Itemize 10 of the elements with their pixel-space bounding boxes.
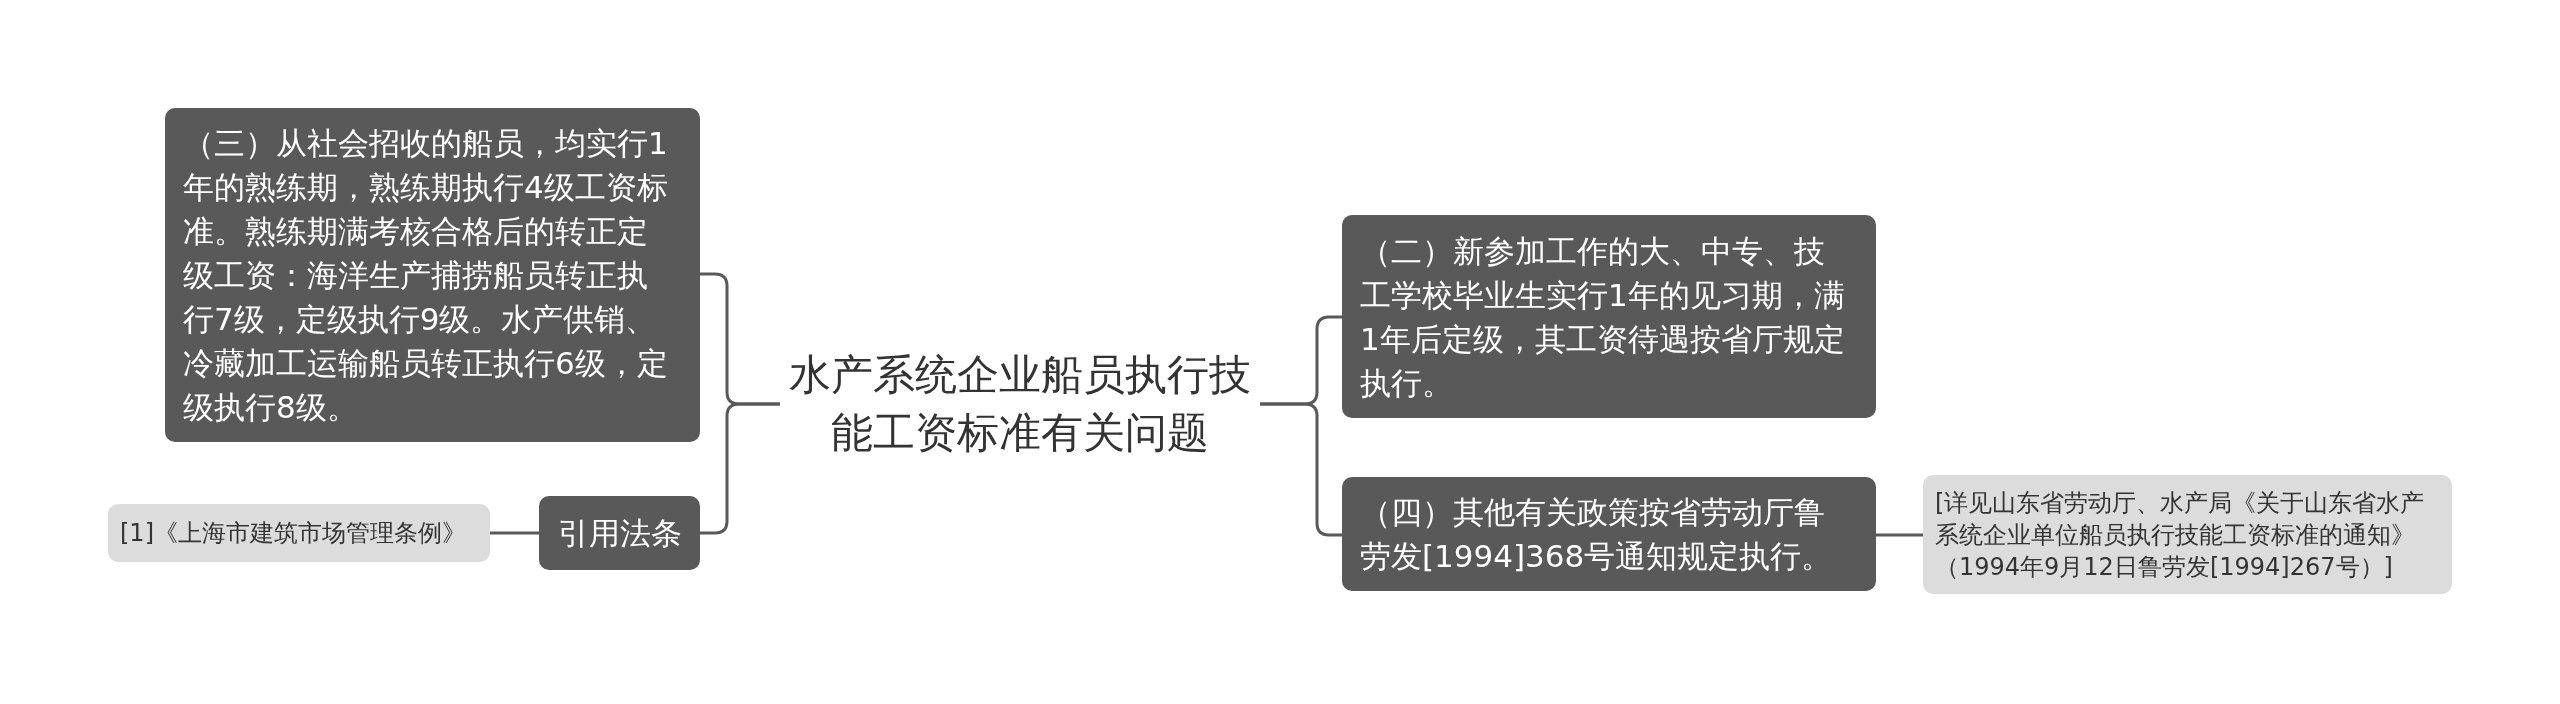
topic-box: （四）其他有关政策按省劳动厅鲁劳发[1994]368号通知规定执行。 [1342, 477, 1876, 591]
connector-line [490, 531, 539, 535]
topic-box: （二）新参加工作的大、中专、技工学校毕业生实行1年的见习期，满1年后定级，其工资待遇按省厅规定执行。 [1342, 215, 1876, 418]
central-topic: 水产系统企业船员执行技能工资标准有关问题 [775, 345, 1265, 463]
connector-line [1876, 533, 1923, 537]
topic-box: 引用法条 [539, 496, 700, 570]
reference-box: [详见山东省劳动厅、水产局《关于山东省水产系统企业单位船员执行技能工资标准的通知》（1994年9月12日鲁劳发[1994]267号）] [1923, 475, 2452, 594]
reference-box: [1]《上海市建筑市场管理条例》 [108, 504, 490, 562]
connector-line [1260, 402, 1342, 537]
topic-box: （三）从社会招收的船员，均实行1年的熟练期，熟练期执行4级工资标准。熟练期满考核合格后的转正定级工资：海洋生产捕捞船员转正执行7级，定级执行9级。水产供销、冷藏加工运输船员转正执行6级，定级执行8级。 [165, 108, 700, 442]
